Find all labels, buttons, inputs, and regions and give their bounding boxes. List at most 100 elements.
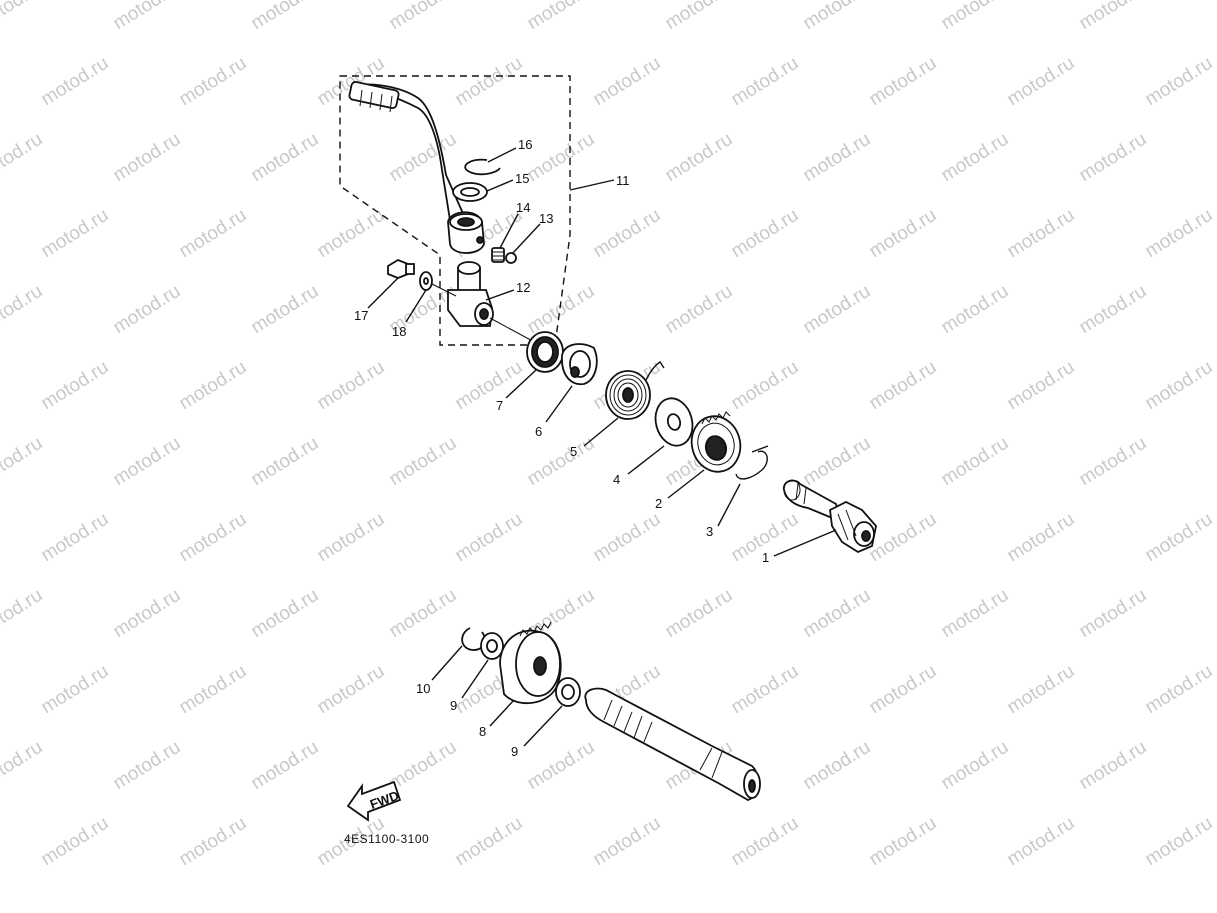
watermark-text: motod.ru: [728, 813, 803, 871]
clip-3-tab: [751, 445, 769, 453]
callout-labels: 16 15 11 14 13 12 17 18 7 6 5 4 2 3 1 10…: [354, 137, 769, 759]
watermark-text: motod.ru: [590, 509, 665, 567]
watermark-text: motod.ru: [1004, 357, 1079, 415]
watermark-text: motod.ru: [1004, 661, 1079, 719]
watermark-text: motod.ru: [866, 813, 941, 871]
watermark-text: motod.ru: [728, 357, 803, 415]
watermark-text: motod.ru: [176, 357, 251, 415]
washer-4: [654, 397, 694, 447]
watermark-text: motod.ru: [1076, 433, 1151, 491]
ball-13: [505, 252, 517, 264]
callout-2: 2: [655, 496, 662, 511]
callout-15: 15: [515, 171, 529, 186]
watermark-text: motod.ru: [1004, 509, 1079, 567]
watermark-text: motod.ru: [1076, 585, 1151, 643]
watermark-text: motod.ru: [452, 357, 527, 415]
callout-1: 1: [762, 550, 769, 565]
watermark-text: motod.ru: [590, 53, 665, 111]
watermark-text: motod.ru: [0, 0, 46, 34]
watermark-text: motod.ru: [524, 433, 599, 491]
torsion-spring-5: [605, 361, 665, 420]
watermark-text: motod.ru: [176, 205, 251, 263]
callout-4: 4: [613, 472, 620, 487]
watermark-text: motod.ru: [524, 737, 599, 795]
watermark-text: motod.ru: [800, 433, 875, 491]
kick-axle-1: [783, 479, 877, 554]
kick-gear-2: [690, 411, 742, 473]
watermark-text: motod.ru: [938, 281, 1013, 339]
callout-5: 5: [570, 444, 577, 459]
watermark-text: motod.ru: [1076, 281, 1151, 339]
watermark-text: motod.ru: [110, 281, 185, 339]
watermark-text: motod.ru: [0, 585, 46, 643]
watermark-text: motod.ru: [314, 509, 389, 567]
callout-6: 6: [535, 424, 542, 439]
watermark-text: motod.ru: [938, 0, 1013, 34]
watermark-text: motod.ru: [1142, 661, 1217, 719]
watermark-text: motod.ru: [1076, 737, 1151, 795]
watermark-text: motod.ru: [38, 53, 113, 111]
watermark-text: motod.ru: [662, 585, 737, 643]
watermark-text: motod.ru: [176, 661, 251, 719]
watermark-text: motod.ru: [248, 737, 323, 795]
watermark-text: motod.ru: [314, 357, 389, 415]
watermark-text: motod.ru: [524, 281, 599, 339]
watermark-text: motod.ru: [38, 357, 113, 415]
watermark-text: motod.ru: [38, 813, 113, 871]
watermark-text: motod.ru: [662, 129, 737, 187]
watermark-text: motod.ru: [938, 585, 1013, 643]
kick-lever: [348, 81, 485, 254]
watermark-text: motod.ru: [1004, 813, 1079, 871]
main-shaft: [584, 687, 761, 801]
watermark-text: motod.ru: [938, 737, 1013, 795]
watermark-text: motod.ru: [866, 205, 941, 263]
watermark-text: motod.ru: [1142, 509, 1217, 567]
callout-16: 16: [518, 137, 532, 152]
watermark-text: motod.ru: [1004, 53, 1079, 111]
watermark-text: motod.ru: [800, 737, 875, 795]
watermark-text: motod.ru: [1142, 53, 1217, 111]
watermark-text: motod.ru: [590, 205, 665, 263]
callout-11: 11: [616, 173, 630, 188]
washer-9-upper: [480, 632, 504, 660]
watermark-text: motod.ru: [524, 0, 599, 34]
leader-lines: [367, 147, 837, 747]
watermark-text: motod.ru: [386, 433, 461, 491]
watermark-text: motod.ru: [452, 813, 527, 871]
callout-8: 8: [479, 724, 486, 739]
washer-18: [419, 271, 433, 291]
callout-13: 13: [539, 211, 553, 226]
washer-9-lower: [555, 677, 581, 707]
watermark-text: motod.ru: [176, 53, 251, 111]
callout-10: 10: [416, 681, 430, 696]
watermark-text: motod.ru: [0, 281, 46, 339]
clip-3: [735, 450, 768, 480]
watermark-text: motod.ru: [110, 737, 185, 795]
watermark-text: motod.ru: [800, 0, 875, 34]
callout-12: 12: [516, 280, 530, 295]
watermark-text: motod.ru: [938, 129, 1013, 187]
oil-seal-7: [526, 331, 564, 373]
callout-14: 14: [516, 200, 530, 215]
watermark-text: motod.ru: [1076, 129, 1151, 187]
watermark-text: motod.ru: [248, 0, 323, 34]
watermark-text: motod.ru: [314, 661, 389, 719]
watermark-text: motod.ru: [110, 129, 185, 187]
watermark-text: motod.ru: [0, 737, 46, 795]
watermark-text: motod.ru: [0, 129, 46, 187]
watermark-text: motod.ru: [248, 433, 323, 491]
watermark-text: motod.ru: [248, 585, 323, 643]
watermark-text: motod.ru: [38, 205, 113, 263]
circlip-16: [464, 158, 501, 176]
watermark-text: motod.ru: [866, 53, 941, 111]
watermark-text: motod.ru: [38, 661, 113, 719]
callout-7: 7: [496, 398, 503, 413]
callout-3: 3: [706, 524, 713, 539]
watermark-text: motod.ru: [800, 129, 875, 187]
watermark-text: motod.ru: [452, 53, 527, 111]
watermark-text: motod.ru: [386, 737, 461, 795]
watermark-text: motod.ru: [866, 357, 941, 415]
watermark-text: motod.ru: [452, 509, 527, 567]
idler-gear-8: [499, 621, 562, 705]
